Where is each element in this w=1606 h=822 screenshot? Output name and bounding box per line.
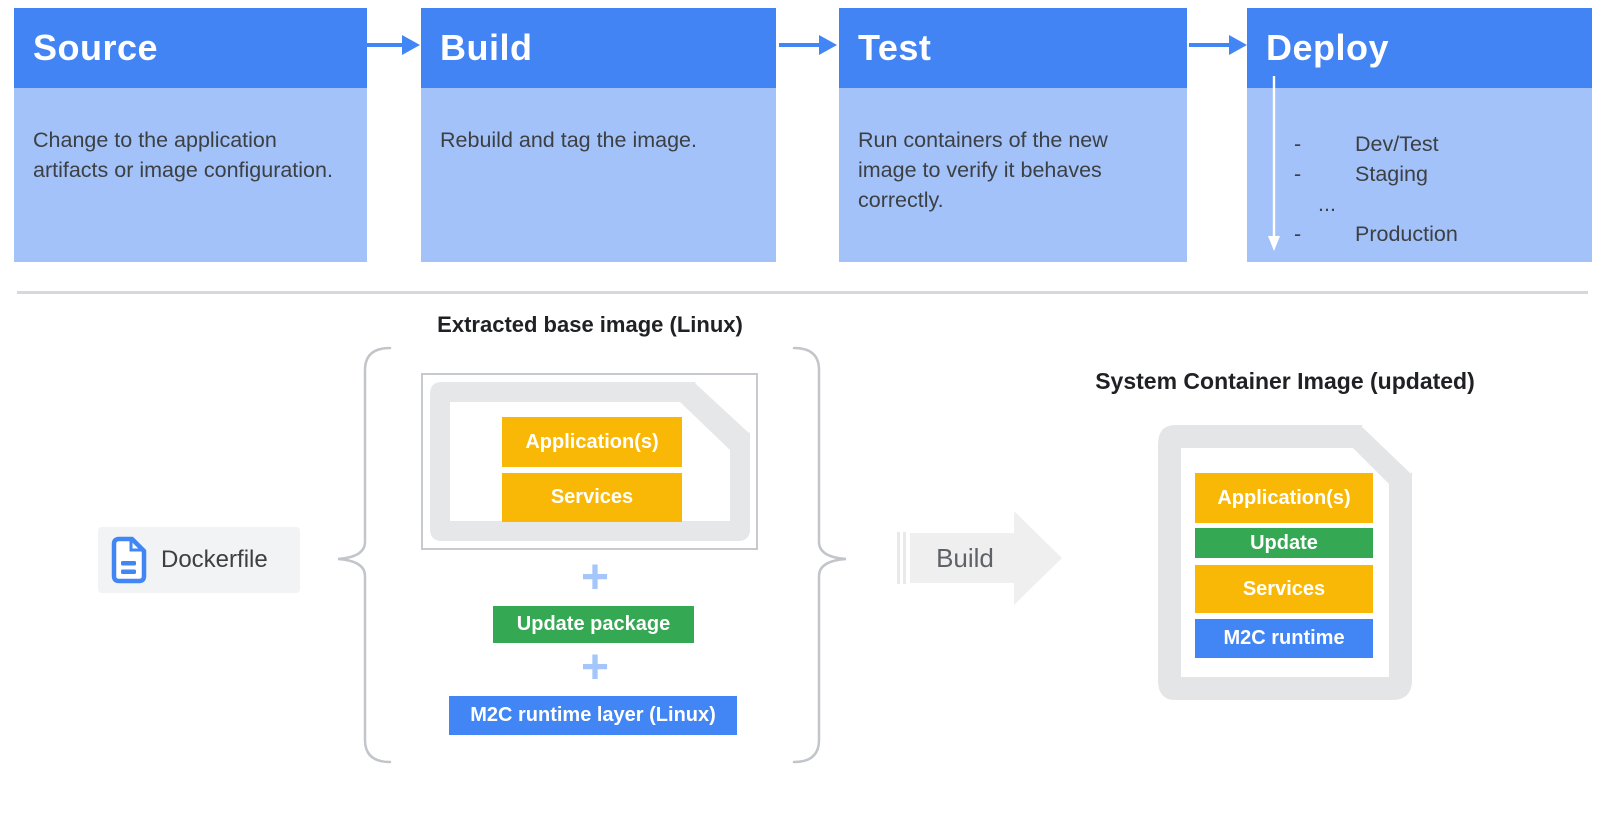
deploy-bullet: - bbox=[1294, 162, 1302, 186]
deploy-target-row: - Production bbox=[1294, 219, 1458, 249]
step-test-title: Test bbox=[839, 8, 1187, 88]
section-divider bbox=[17, 291, 1588, 294]
base-layer-services: Services bbox=[502, 473, 682, 522]
pipeline-step-build: Build Rebuild and tag the image. bbox=[421, 8, 776, 262]
document-icon bbox=[111, 536, 147, 584]
flow-arrow-icon bbox=[1189, 35, 1247, 55]
step-test-description: Run containers of the new image to verif… bbox=[839, 88, 1187, 262]
pipeline-step-deploy: Deploy - Dev/Test - Staging ... bbox=[1247, 8, 1592, 262]
base-layer-applications: Application(s) bbox=[502, 417, 682, 467]
result-layer-m2c-runtime: M2C runtime bbox=[1195, 619, 1373, 658]
flow-arrow-icon bbox=[779, 35, 837, 55]
deploy-sequence-arrow-icon bbox=[1268, 76, 1280, 251]
base-image-title: Extracted base image (Linux) bbox=[437, 312, 743, 337]
deploy-target-list: - Dev/Test - Staging ... - Production bbox=[1294, 129, 1458, 249]
deploy-target-label: Dev/Test bbox=[1355, 132, 1439, 156]
deploy-bullet: - bbox=[1294, 132, 1302, 156]
result-layer-update: Update bbox=[1195, 528, 1373, 558]
deploy-target-row: - Dev/Test bbox=[1294, 129, 1458, 159]
left-brace-icon bbox=[337, 346, 392, 764]
step-build-title: Build bbox=[421, 8, 776, 88]
build-arrow-label: Build bbox=[936, 542, 994, 573]
build-arrow-speed-line bbox=[897, 532, 900, 584]
deploy-bullet bbox=[1294, 189, 1318, 219]
step-source-description: Change to the application artifacts or i… bbox=[14, 88, 367, 262]
step-deploy-body: - Dev/Test - Staging ... - Production bbox=[1247, 76, 1592, 262]
update-package-layer: Update package bbox=[493, 606, 694, 643]
right-brace-icon bbox=[792, 346, 847, 764]
plus-icon: + bbox=[580, 551, 610, 604]
result-layer-services: Services bbox=[1195, 565, 1373, 613]
deploy-target-row: ... bbox=[1294, 189, 1458, 219]
step-build-description: Rebuild and tag the image. bbox=[421, 88, 776, 262]
step-deploy-title: Deploy bbox=[1247, 8, 1592, 88]
flow-arrow-icon bbox=[362, 35, 420, 55]
build-arrow-icon bbox=[910, 511, 1062, 605]
deploy-target-label: Staging bbox=[1355, 162, 1428, 186]
pipeline-step-source: Source Change to the application artifac… bbox=[14, 8, 367, 262]
deploy-target-label: Production bbox=[1355, 222, 1458, 246]
deploy-bullet: - bbox=[1294, 222, 1302, 246]
container-image-document-icon bbox=[1158, 423, 1414, 700]
pipeline-step-test: Test Run containers of the new image to … bbox=[839, 8, 1187, 262]
deploy-target-label: ... bbox=[1318, 192, 1336, 216]
result-image-title: System Container Image (updated) bbox=[1095, 368, 1475, 394]
dockerfile-label: Dockerfile bbox=[161, 546, 268, 573]
deploy-target-row: - Staging bbox=[1294, 159, 1458, 189]
plus-icon: + bbox=[580, 641, 610, 694]
dockerfile-chip: Dockerfile bbox=[98, 527, 300, 593]
m2c-runtime-layer: M2C runtime layer (Linux) bbox=[449, 696, 737, 735]
result-layer-applications: Application(s) bbox=[1195, 473, 1373, 523]
step-source-title: Source bbox=[14, 8, 367, 88]
build-arrow-speed-line bbox=[903, 532, 906, 584]
